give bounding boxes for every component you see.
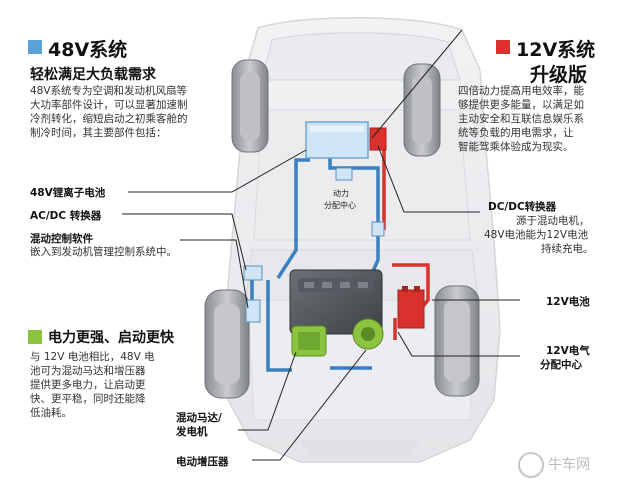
watermark-logo: 牛车网 [518,452,590,478]
body-12v-line-2: 够提供更多能量，以满足如 [458,99,584,111]
body-48v-line-1: 48V系统专为空调和发动机风扇等 [30,85,188,97]
legend-12v-square [496,40,510,54]
power-center-label-1: 动力 [333,188,349,198]
label-dcdc-desc-2: 48V电池能为12V电池 [484,229,589,241]
subtitle-48v: 轻松满足大负载需求 [30,67,156,83]
label-hybrid-motor-2: 发电机 [176,426,208,438]
label-48v-battery: 48V锂离子电池 [30,187,106,199]
label-hybrid-software-desc: 嵌入到发动机管理控制系统中。 [30,246,177,258]
label-dcdc-converter: DC/DC转换器 [488,201,557,213]
body-48v-line-2: 大功率部件设计，可以显著加速制 [30,99,188,111]
wheel-front-right [434,285,480,397]
acdc-converter [243,265,263,281]
wheel-rear-left [231,59,269,153]
label-hybrid-motor-1: 混动马达/ [176,412,222,424]
battery-12v [397,286,425,329]
label-acdc-converter: AC/DC 转换器 [30,210,102,222]
green-body-line-1: 与 12V 电池相比，48V 电 [30,351,155,363]
leader-lines [122,29,520,461]
green-body-line-2: 池可为混动马达和增压器 [30,365,146,377]
body-12v-line-4: 统等负载的用电需求，让 [458,127,574,139]
hybrid-motor [291,325,327,357]
label-hybrid-software: 混动控制软件 [30,233,93,245]
label-12v-battery: 12V电池 [546,296,590,308]
body-12v-line-5: 智能驾乘体验成为现实。 [458,141,574,153]
legend-48v-square [28,40,42,54]
green-body-line-4: 快、更平稳，同时还能降 [30,393,146,405]
legend-green-square [28,330,42,344]
green-body-line-3: 提供更多电力，让启动更 [30,379,146,391]
power-center-label-2: 分配中心 [324,200,356,210]
watermark-icon [518,452,544,478]
power-distribution-center [335,167,353,181]
title-12v-line-1: 12V系统 [516,39,596,61]
title-12v-line-2: 升级版 [530,64,588,86]
green-body-line-5: 低油耗。 [30,407,72,419]
dcdc-converter [369,127,387,151]
engine-block [289,269,383,335]
label-12v-power-2: 分配中心 [540,359,582,371]
label-dcdc-desc-1: 源于混动电机， [516,215,590,227]
green-title: 电力更强、启动更快 [48,330,174,346]
label-12v-power-1: 12V电气 [546,345,590,357]
label-dcdc-desc-3: 持续充电。 [541,243,594,255]
wheel-rear-right [403,63,441,157]
label-electric-booster: 电动增压器 [176,456,229,468]
title-48v: 48V系统 [48,39,128,61]
control-unit [245,299,261,323]
body-12v-line-3: 主动安全和互联信息娱乐系 [458,113,584,125]
wheel-front-left [204,289,250,399]
body-48v-line-4: 制冷时间，其主要部件包括： [30,127,167,139]
battery-48v [305,121,369,159]
body-12v-line-1: 四倍动力提高用电效率，能 [458,85,584,97]
electric-booster [352,318,384,350]
connector-mid [371,221,385,237]
watermark-text: 牛车网 [548,457,590,473]
body-48v-line-3: 冷剂转化，缩短启动之初乘客舱的 [30,113,188,125]
